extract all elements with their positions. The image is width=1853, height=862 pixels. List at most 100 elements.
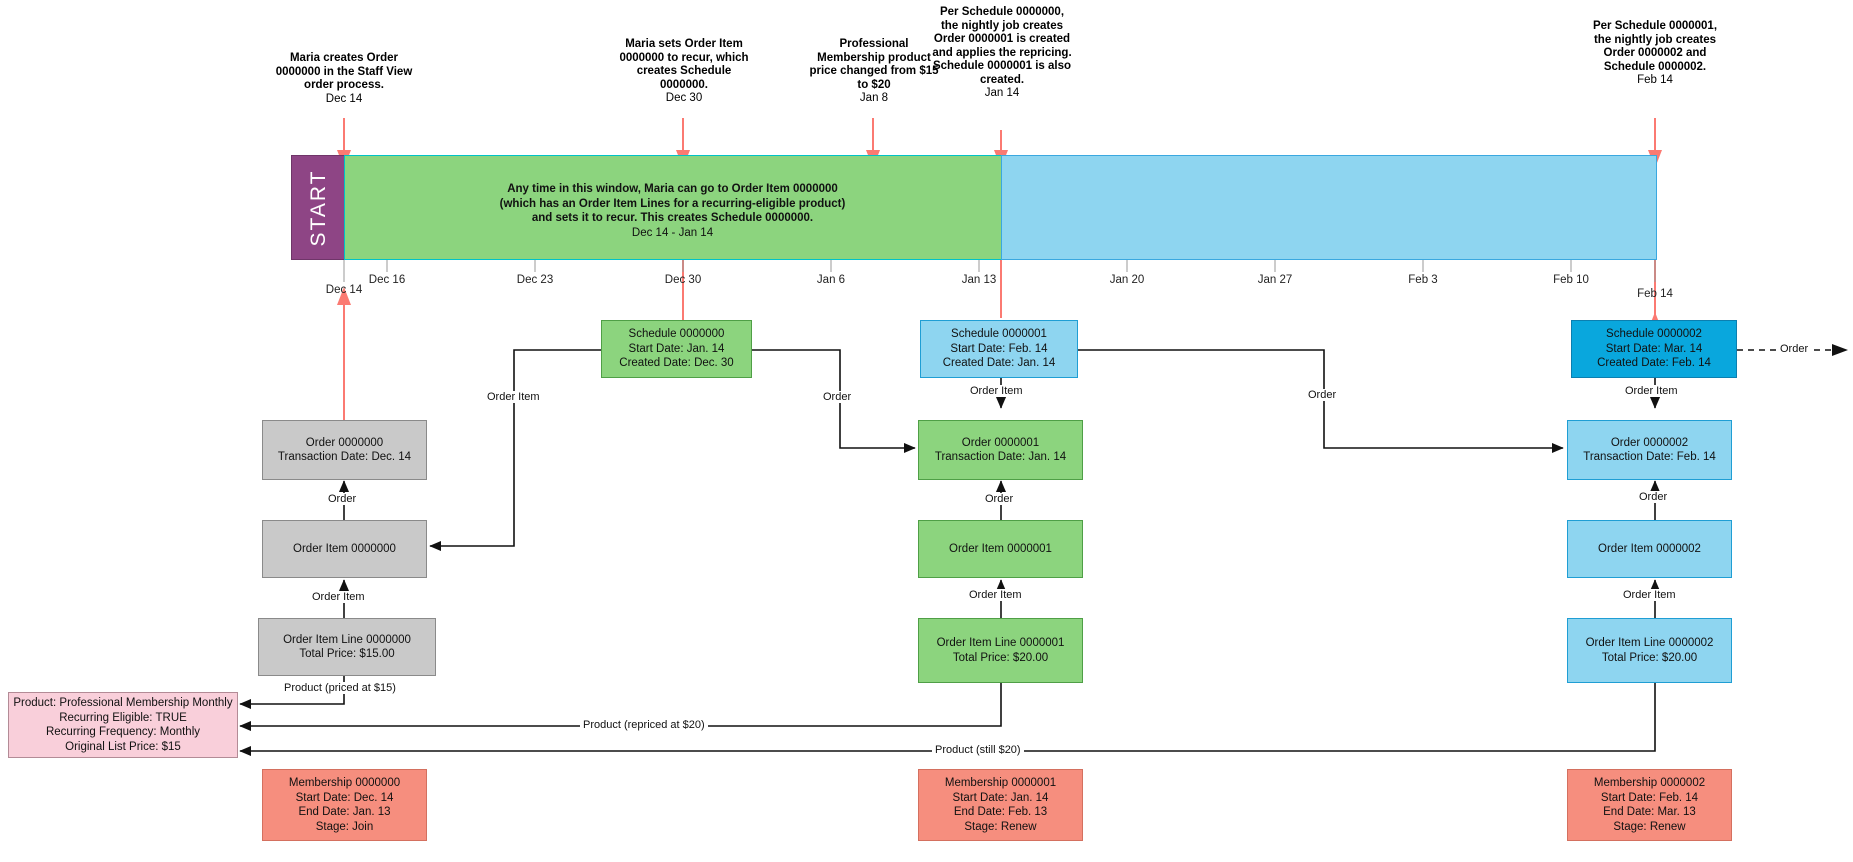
window-line-2: (which has an Order Item Lines for a rec… xyxy=(499,197,846,210)
tick-label-dec-16: Dec 16 xyxy=(368,274,406,286)
window-line-1: Any time in this window, Maria can go to… xyxy=(507,183,838,195)
tick-label-dec-30: Dec 30 xyxy=(664,274,702,286)
membership-node-0000002[interactable]: Membership 0000002 Start Date: Feb. 14 E… xyxy=(1567,769,1732,841)
order-node-0000001[interactable]: Order 0000001 Transaction Date: Jan. 14 xyxy=(918,420,1083,480)
schedule-node-0000001[interactable]: Schedule 0000001 Start Date: Feb. 14 Cre… xyxy=(920,320,1078,378)
edge-label-order-dashed: Order xyxy=(1777,343,1812,355)
schedule-created-date: Created Date: Feb. 14 xyxy=(1597,357,1711,370)
membership-stage: Stage: Renew xyxy=(964,820,1037,833)
membership-end-date: End Date: Mar. 13 xyxy=(1603,806,1696,818)
order-item-line-title: Order Item Line 0000002 xyxy=(1585,637,1714,649)
membership-start-date: Start Date: Dec. 14 xyxy=(295,791,394,804)
order-item-line-total-price: Total Price: $20.00 xyxy=(1601,651,1698,664)
order-item-line-title: Order Item Line 0000000 xyxy=(283,633,411,646)
product-node[interactable]: Product: Professional Membership Monthly… xyxy=(8,692,238,758)
tick-label-dec-23: Dec 23 xyxy=(516,274,554,286)
order-title: Order 0000001 xyxy=(961,436,1040,449)
tick-label-feb-14: Feb 14 xyxy=(1637,288,1673,300)
order-item-title: Order Item 0000000 xyxy=(293,542,396,555)
product-name: Product: Professional Membership Monthly xyxy=(13,697,233,709)
edge-label-order-item-mid: Order Item xyxy=(967,385,1026,397)
edge-label-product-repriced-20: Product (repriced at $20) xyxy=(580,719,708,731)
annotation-date: Jan 8 xyxy=(859,92,889,104)
membership-title: Membership 0000001 xyxy=(944,777,1057,789)
window-line-3: and sets it to recur. This creates Sched… xyxy=(531,212,814,224)
annotation-text: Professional Membership product price ch… xyxy=(809,38,939,91)
membership-start-date: Start Date: Feb. 14 xyxy=(1600,791,1699,804)
membership-end-date: End Date: Feb. 13 xyxy=(953,806,1048,818)
order-item-line-node-0000001[interactable]: Order Item Line 0000001 Total Price: $20… xyxy=(918,618,1083,683)
timeline-window-blue xyxy=(1001,155,1657,260)
edge-label-product-priced-15: Product (priced at $15) xyxy=(281,682,399,694)
annotation-date: Feb 14 xyxy=(1637,74,1673,86)
annotation-dec-14: Maria creates Order 0000000 in the Staff… xyxy=(272,52,416,106)
order-item-line-total-price: Total Price: $20.00 xyxy=(952,651,1049,664)
edge-label-product-still-20: Product (still $20) xyxy=(932,744,1024,756)
window-range: Dec 14 - Jan 14 xyxy=(631,226,714,239)
order-item-node-0000002[interactable]: Order Item 0000002 xyxy=(1567,520,1732,578)
timeline-start-block: START xyxy=(291,155,346,260)
edge-label-order-right: Order xyxy=(1305,389,1340,401)
schedule-start-date: Start Date: Feb. 14 xyxy=(950,342,1048,355)
timeline-window-green xyxy=(344,155,1003,260)
tick-label-jan-27: Jan 27 xyxy=(1257,274,1293,286)
membership-node-0000000[interactable]: Membership 0000000 Start Date: Dec. 14 E… xyxy=(262,769,427,841)
annotation-date: Dec 14 xyxy=(325,92,363,105)
edge-label-order-col1: Order xyxy=(325,493,360,505)
annotation-feb-14: Per Schedule 0000001, the nightly job cr… xyxy=(1583,20,1727,88)
order-node-0000000[interactable]: Order 0000000 Transaction Date: Dec. 14 xyxy=(262,420,427,480)
schedule-start-date: Start Date: Jan. 14 xyxy=(628,342,725,355)
schedule-node-0000000[interactable]: Schedule 0000000 Start Date: Jan. 14 Cre… xyxy=(601,320,752,378)
schedule-title: Schedule 0000000 xyxy=(628,328,725,341)
membership-title: Membership 0000000 xyxy=(288,777,401,789)
tick-label-jan-13: Jan 13 xyxy=(961,274,997,286)
schedule-start-date: Start Date: Mar. 14 xyxy=(1605,342,1703,355)
order-transaction-date: Transaction Date: Feb. 14 xyxy=(1583,451,1716,463)
order-title: Order 0000002 xyxy=(1610,436,1689,449)
schedule-node-0000002[interactable]: Schedule 0000002 Start Date: Mar. 14 Cre… xyxy=(1571,320,1737,378)
tick-label-jan-6: Jan 6 xyxy=(816,274,846,286)
order-item-node-0000001[interactable]: Order Item 0000001 xyxy=(918,520,1083,578)
tick-label-dec-14: Dec 14 xyxy=(325,284,363,296)
edge-label-order-item-col3: Order Item xyxy=(1620,589,1679,601)
tick-label-feb-3: Feb 3 xyxy=(1408,274,1438,286)
order-item-line-node-0000002[interactable]: Order Item Line 0000002 Total Price: $20… xyxy=(1567,618,1732,683)
edge-label-order-mid: Order xyxy=(820,391,855,403)
annotation-text: Maria creates Order 0000000 in the Staff… xyxy=(275,52,413,91)
membership-stage: Stage: Join xyxy=(315,820,374,833)
timeline-window-text: Any time in this window, Maria can go to… xyxy=(380,182,965,240)
order-item-line-total-price: Total Price: $15.00 xyxy=(299,648,395,660)
schedule-title: Schedule 0000001 xyxy=(951,328,1047,341)
edge-label-order-item-left: Order Item xyxy=(484,391,543,403)
edge-label-order-col2: Order xyxy=(982,493,1017,505)
edge-label-order-item-right: Order Item xyxy=(1622,385,1681,397)
annotation-text: Per Schedule 0000000, the nightly job cr… xyxy=(932,6,1072,86)
tick-label-jan-20: Jan 20 xyxy=(1109,274,1145,286)
order-transaction-date: Transaction Date: Dec. 14 xyxy=(277,451,412,463)
membership-start-date: Start Date: Jan. 14 xyxy=(952,791,1049,804)
annotation-jan-14: Per Schedule 0000000, the nightly job cr… xyxy=(931,6,1073,101)
order-item-node-0000000[interactable]: Order Item 0000000 xyxy=(262,520,427,578)
order-title: Order 0000000 xyxy=(305,436,384,449)
order-item-line-title: Order Item Line 0000001 xyxy=(936,637,1065,649)
membership-node-0000001[interactable]: Membership 0000001 Start Date: Jan. 14 E… xyxy=(918,769,1083,841)
start-label: START xyxy=(306,169,330,246)
edge-label-order-item-col1: Order Item xyxy=(309,591,368,603)
annotation-date: Dec 30 xyxy=(665,92,703,104)
membership-stage: Stage: Renew xyxy=(1613,820,1686,833)
annotation-jan-8: Professional Membership product price ch… xyxy=(806,38,942,106)
annotation-text: Per Schedule 0000001, the nightly job cr… xyxy=(1592,20,1718,73)
order-item-title: Order Item 0000002 xyxy=(1598,542,1701,555)
annotation-text: Maria sets Order Item 0000000 to recur, … xyxy=(619,38,749,91)
order-item-line-node-0000000[interactable]: Order Item Line 0000000 Total Price: $15… xyxy=(258,618,436,676)
order-node-0000002[interactable]: Order 0000002 Transaction Date: Feb. 14 xyxy=(1567,420,1732,480)
schedule-created-date: Created Date: Dec. 30 xyxy=(619,357,734,370)
product-recurring-frequency: Recurring Frequency: Monthly xyxy=(45,726,201,738)
membership-end-date: End Date: Jan. 13 xyxy=(298,806,391,818)
edge-label-order-item-col2: Order Item xyxy=(966,589,1025,601)
order-transaction-date: Transaction Date: Jan. 14 xyxy=(934,451,1067,463)
membership-title: Membership 0000002 xyxy=(1593,777,1706,789)
annotation-dec-30: Maria sets Order Item 0000000 to recur, … xyxy=(613,38,755,106)
edge-label-order-col3: Order xyxy=(1636,491,1671,503)
